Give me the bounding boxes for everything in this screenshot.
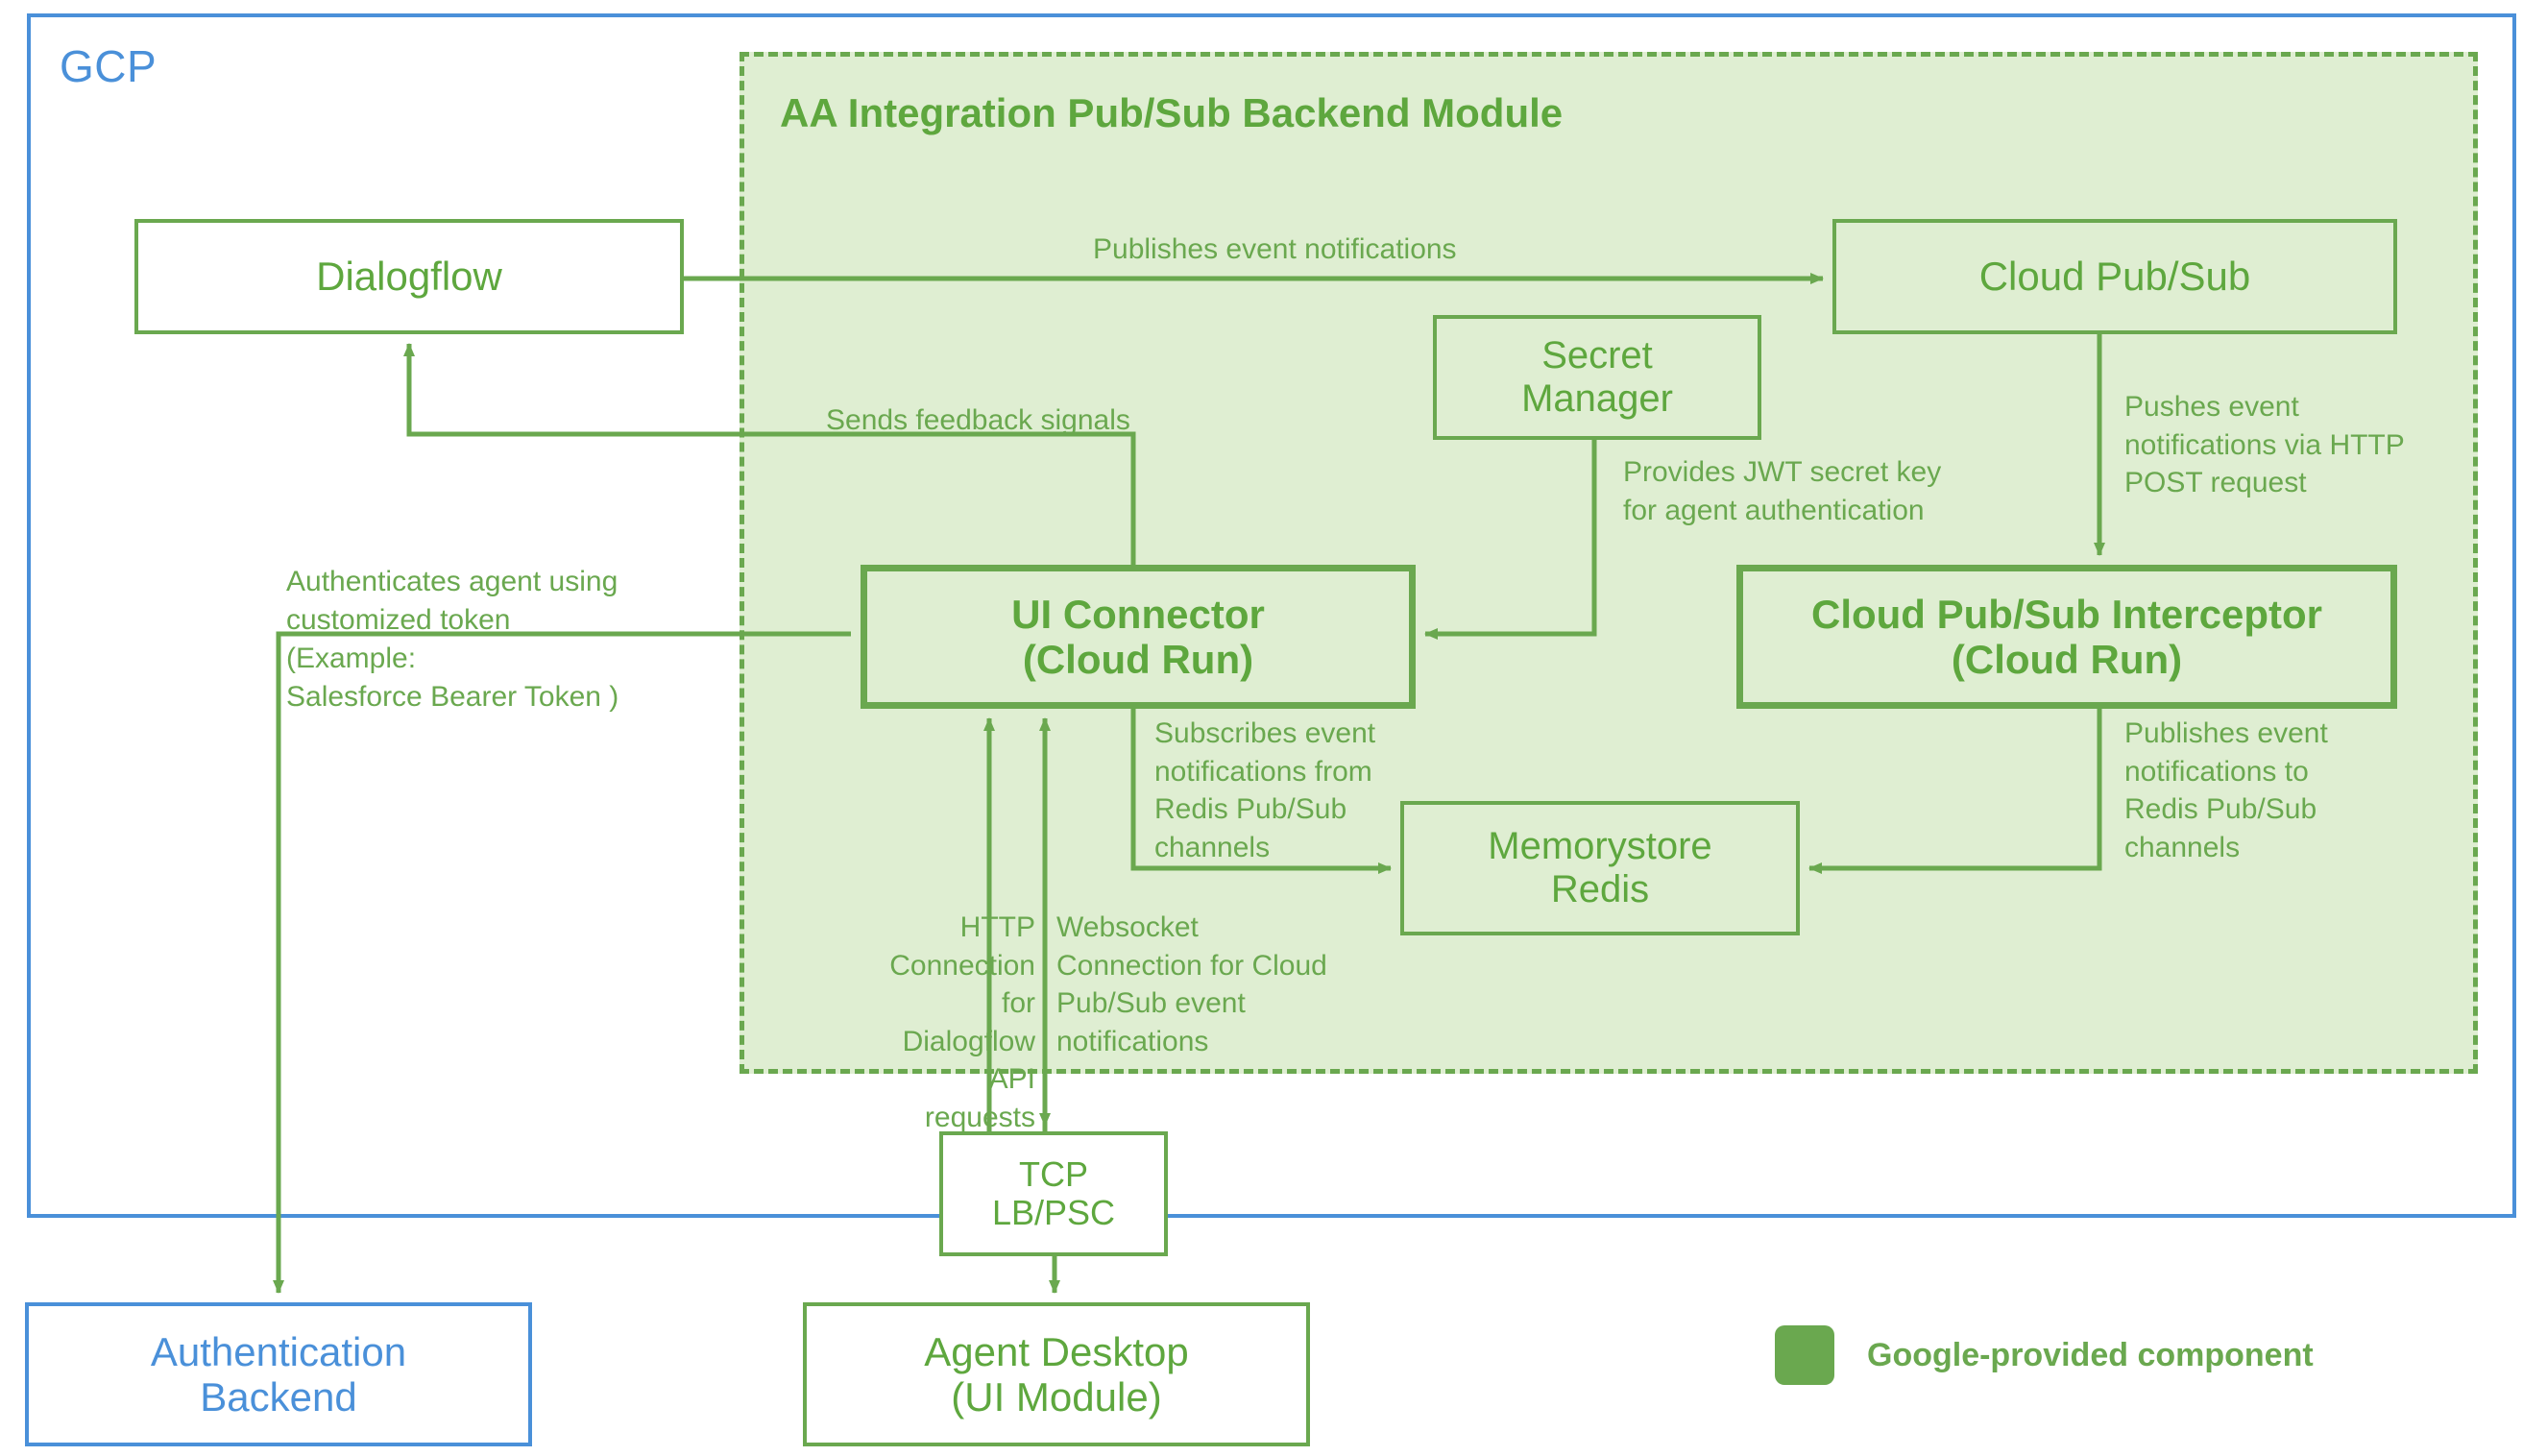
node-memorystore-redis[interactable]: Memorystore Redis — [1400, 801, 1800, 935]
edge-label-pushes-event-http-post: Pushes event notifications via HTTP POST… — [2124, 391, 2405, 499]
node-authentication-backend[interactable]: Authentication Backend — [25, 1302, 532, 1446]
node-cloud-pubsub-interceptor[interactable]: Cloud Pub/Sub Interceptor (Cloud Run) — [1736, 565, 2397, 709]
backend-module-title: AA Integration Pub/Sub Backend Module — [780, 90, 1564, 135]
edge-label-publishes-redis-channels: Publishes event notifications to Redis P… — [2124, 717, 2328, 863]
edge-label-authenticates-agent: Authenticates agent using customized tok… — [286, 566, 619, 636]
edge-label-subscribes-redis-channels: Subscribes event notifications from Redi… — [1154, 717, 1376, 863]
legend: Google-provided component — [1775, 1325, 2314, 1385]
edge-label-http-connection: HTTP Connection for Dialogflow API reque… — [889, 911, 1035, 1133]
gcp-boundary-label: GCP — [60, 41, 158, 91]
edge-label-sends-feedback-signals: Sends feedback signals — [826, 404, 1130, 436]
node-tcp-lb-psc[interactable]: TCP LB/PSC — [939, 1131, 1168, 1256]
edge-label-provides-jwt-secret-key: Provides JWT secret key for agent authen… — [1623, 456, 1942, 526]
node-secret-manager[interactable]: Secret Manager — [1433, 315, 1761, 440]
edge-label-publishes-event-notifications: Publishes event notifications — [1093, 233, 1457, 265]
edge-label-authenticates-example: (Example: Salesforce Bearer Token ) — [286, 643, 619, 713]
node-agent-desktop[interactable]: Agent Desktop (UI Module) — [803, 1302, 1310, 1446]
node-ui-connector[interactable]: UI Connector (Cloud Run) — [861, 565, 1416, 709]
node-dialogflow[interactable]: Dialogflow — [134, 219, 684, 334]
legend-label-google-component: Google-provided component — [1867, 1336, 2314, 1373]
legend-swatch-google-component — [1775, 1325, 1834, 1385]
edge-label-websocket-connection: Websocket Connection for Cloud Pub/Sub e… — [1056, 911, 1327, 1057]
node-cloud-pubsub[interactable]: Cloud Pub/Sub — [1832, 219, 2397, 334]
